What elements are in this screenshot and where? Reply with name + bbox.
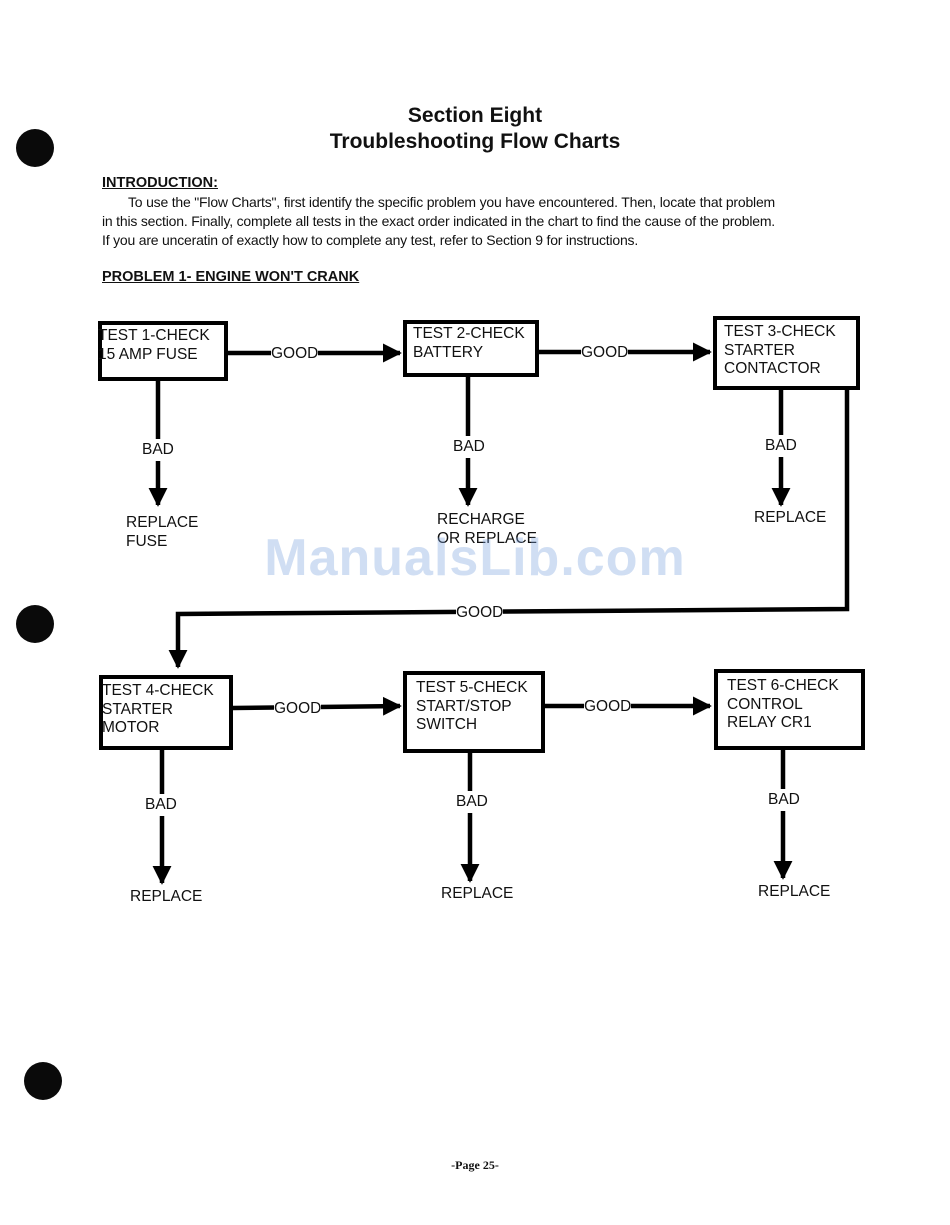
bad-label-2: BAD: [453, 436, 485, 458]
bad-label-1: BAD: [142, 439, 174, 461]
problem-heading: PROBLEM 1- ENGINE WON'T CRANK: [102, 269, 360, 285]
test-5-label: TEST 5-CHECK START/STOP SWITCH: [416, 679, 528, 733]
test-4-label: TEST 4-CHECK STARTER MOTOR: [102, 682, 214, 736]
test-1-label: TEST 1-CHECK 15 AMP FUSE: [98, 327, 210, 363]
test-6-box: [714, 669, 865, 750]
watermark: ManualsLib.com: [264, 529, 686, 587]
intro-line-2: in this section. Finally, complete all t…: [102, 213, 775, 229]
test-2-box: [403, 320, 539, 377]
punch-hole-bottom: [24, 1062, 62, 1100]
outcome-2: RECHARGE OR REPLACE: [437, 511, 537, 547]
bad-label-5: BAD: [456, 791, 488, 813]
good-label-3: GOOD: [456, 604, 504, 622]
test-4-box: [99, 675, 233, 750]
page-title: Troubleshooting Flow Charts: [329, 130, 621, 153]
punch-hole-top: [16, 129, 54, 167]
good-label-2: GOOD: [581, 344, 629, 362]
bad-label-4: BAD: [145, 794, 177, 816]
page-number: -Page 25-: [451, 1158, 499, 1172]
outcome-6: REPLACE: [758, 883, 831, 900]
outcome-1: REPLACE FUSE: [126, 514, 199, 550]
punch-hole-middle: [16, 605, 54, 643]
outcome-3: REPLACE: [754, 509, 827, 526]
section-number: Section Eight: [407, 104, 543, 127]
test-3-label: TEST 3-CHECK STARTER CONTACTOR: [724, 323, 836, 377]
bad-label-3: BAD: [765, 435, 797, 457]
bad-label-6: BAD: [768, 789, 800, 811]
test-5-box: [403, 671, 545, 753]
test-2-label: TEST 2-CHECK BATTERY: [413, 325, 525, 361]
test-6-label: TEST 6-CHECK CONTROL RELAY CR1: [727, 677, 839, 731]
outcome-5: REPLACE: [441, 885, 514, 902]
intro-heading: INTRODUCTION:: [102, 175, 218, 191]
good-label-5: GOOD: [584, 698, 632, 716]
intro-line-1: To use the "Flow Charts", first identify…: [128, 194, 776, 210]
test-3-box: [713, 316, 860, 390]
outcome-4: REPLACE: [130, 888, 203, 905]
intro-line-3: If you are unceratin of exactly how to c…: [102, 232, 639, 248]
good-label-1: GOOD: [271, 345, 319, 363]
good-label-4: GOOD: [274, 700, 322, 718]
test-1-box: [98, 321, 228, 381]
